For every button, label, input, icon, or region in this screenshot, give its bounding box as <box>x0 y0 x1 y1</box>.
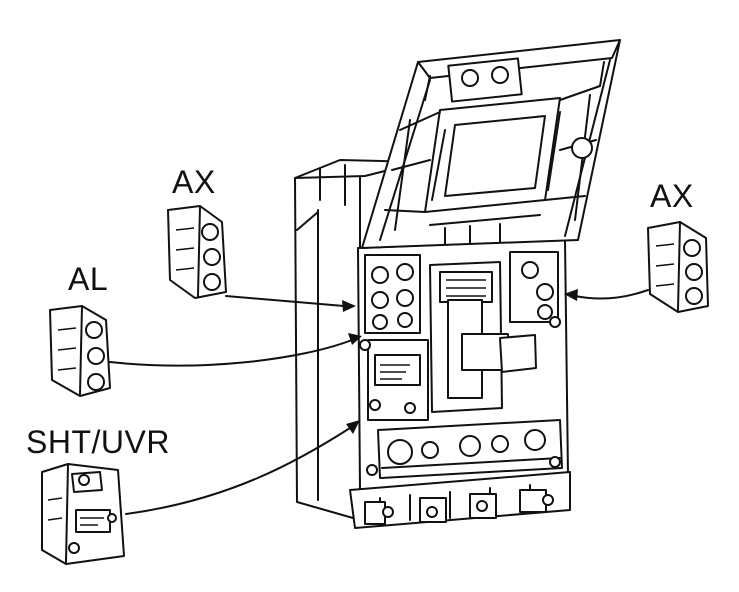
ax-right-accessory <box>647 221 709 313</box>
sht-uvr-accessory <box>41 463 125 565</box>
ax-left-accessory <box>167 205 227 299</box>
label-al: AL <box>68 261 109 297</box>
label-ax-left: AX <box>172 164 216 200</box>
ax-left-leader <box>225 295 345 307</box>
al-accessory <box>49 305 111 397</box>
al-leader <box>109 339 353 367</box>
sht-uvr-leader <box>125 427 351 515</box>
ax-right-leader <box>574 289 649 300</box>
label-sht-uvr: SHT/UVR <box>26 424 170 460</box>
breaker-cover <box>361 39 621 249</box>
leader-lines <box>109 289 649 515</box>
label-ax-right: AX <box>650 178 694 214</box>
